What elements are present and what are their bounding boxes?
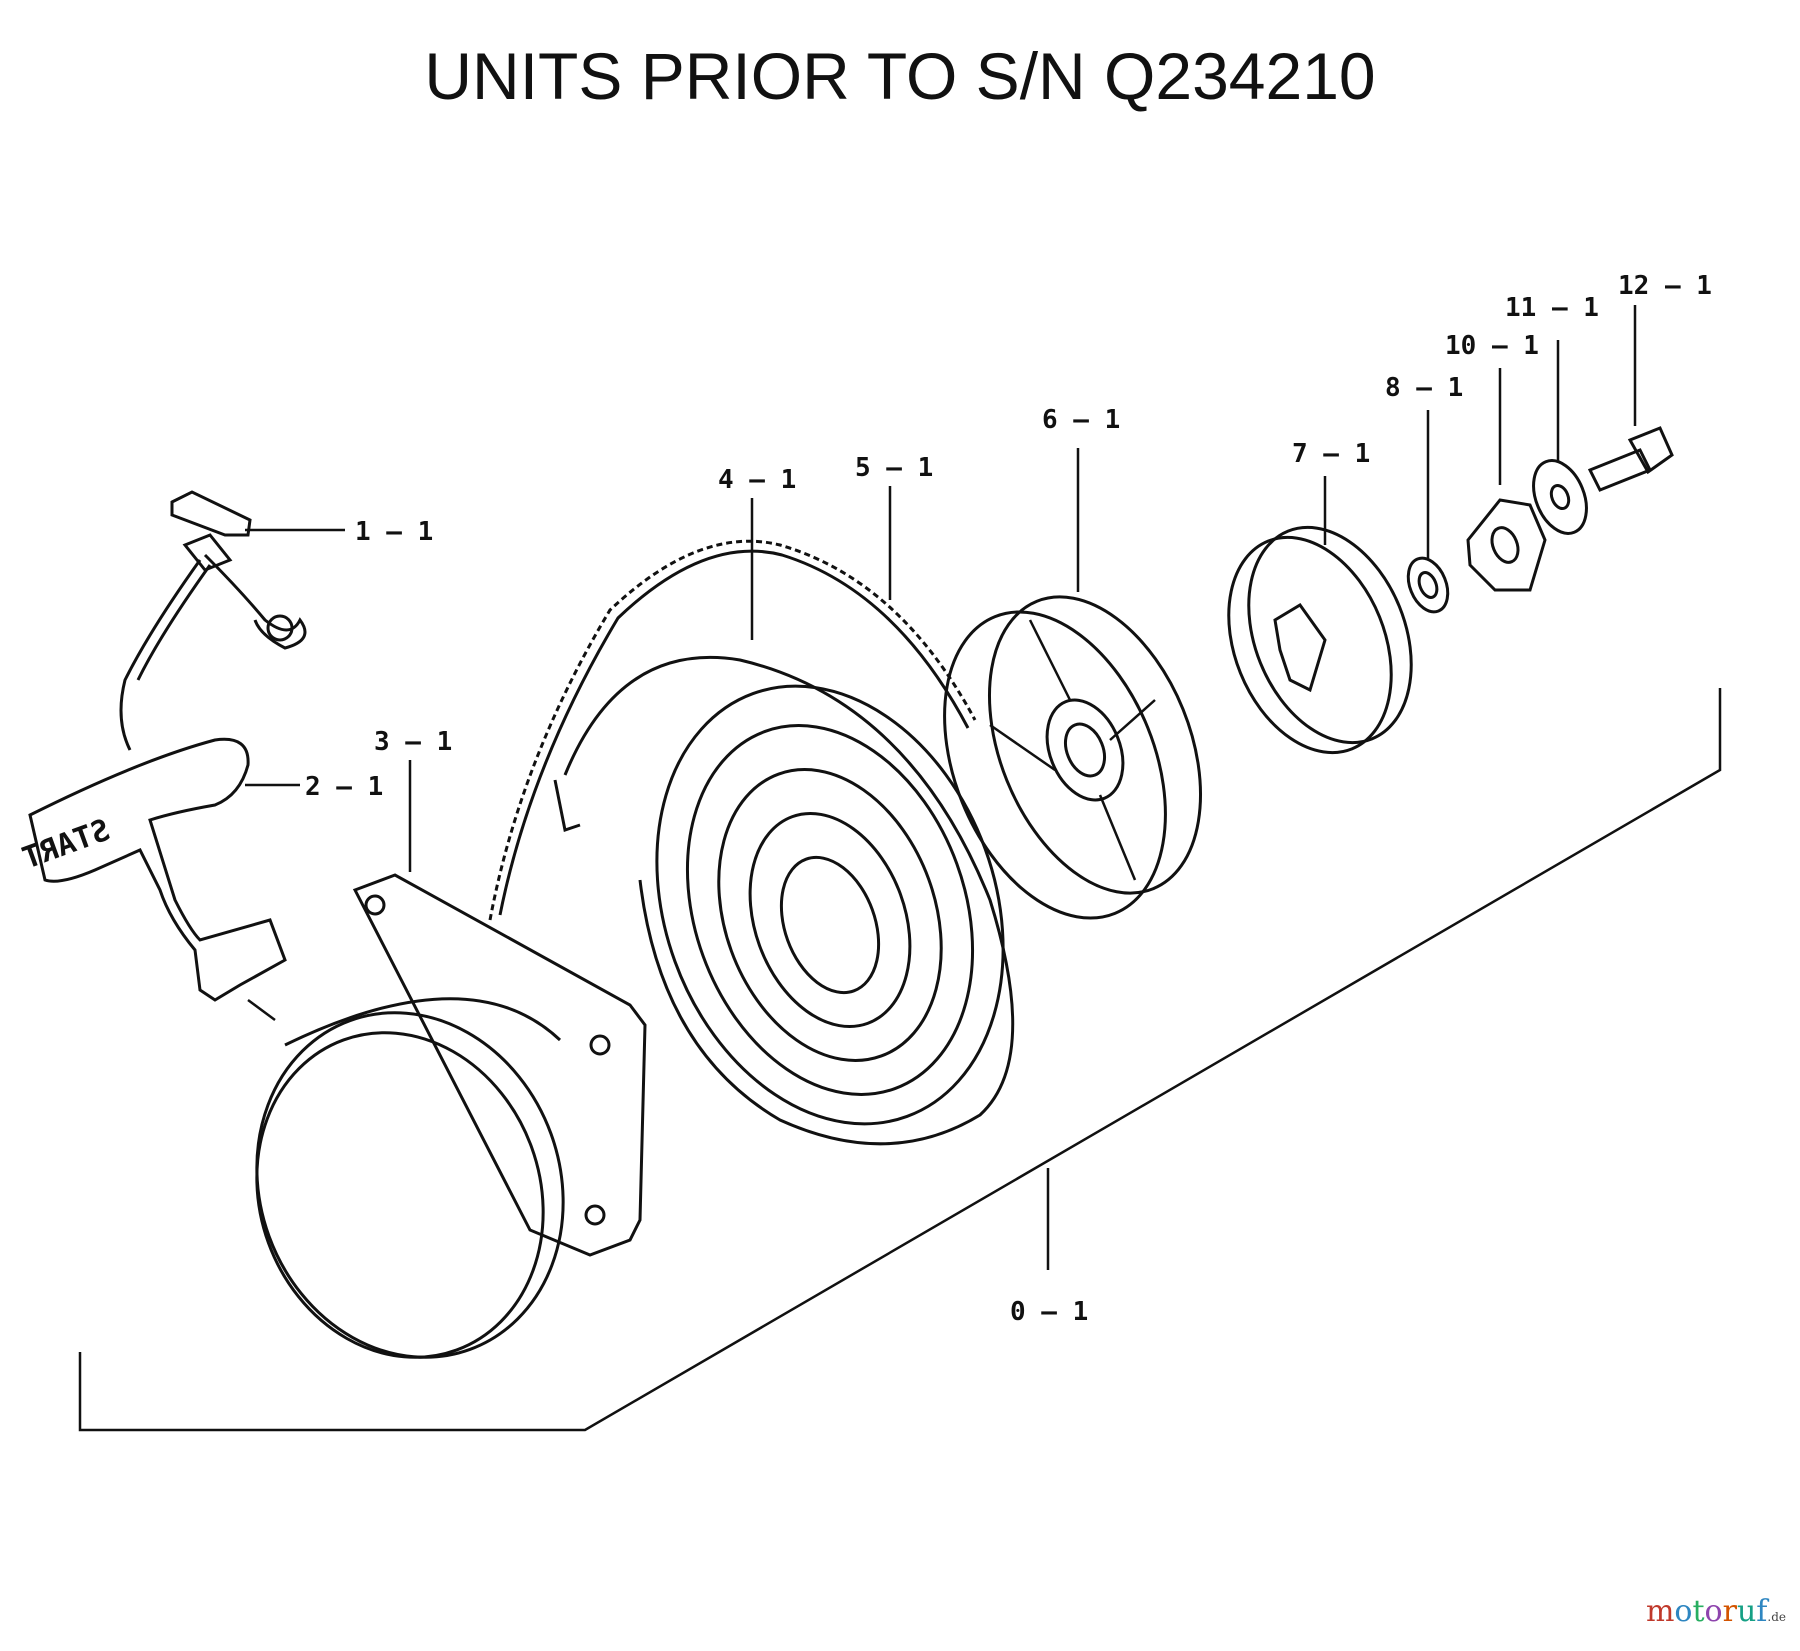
- flat-washer-part: [1532, 459, 1588, 535]
- callout-0-1: 0 — 1: [1010, 1297, 1088, 1327]
- callout-2-1: 2 — 1: [305, 772, 383, 802]
- ratchet-part: [1227, 525, 1413, 755]
- watermark-logo: motoruf.de: [1645, 1594, 1786, 1629]
- callout-4-1: 4 — 1: [718, 465, 796, 495]
- starter-handle-part: START: [18, 737, 287, 1022]
- callout-5-1: 5 — 1: [855, 453, 933, 483]
- callout-1-1: 1 — 1: [355, 517, 433, 547]
- recoil-spring-part: [553, 655, 1015, 1146]
- callout-7-1: 7 — 1: [1292, 439, 1370, 469]
- pulley-part: [943, 595, 1202, 920]
- callout-12-1: 12 — 1: [1618, 271, 1712, 301]
- callout-10-1: 10 — 1: [1445, 331, 1539, 361]
- cord-clip-part: [170, 490, 307, 650]
- starter-rope: [119, 559, 202, 751]
- callout-3-1: 3 — 1: [374, 727, 452, 757]
- callout-8-1: 8 — 1: [1385, 373, 1463, 403]
- small-washer-part: [1406, 556, 1450, 614]
- friction-plate-part: [1466, 498, 1547, 592]
- callout-6-1: 6 — 1: [1042, 405, 1120, 435]
- reel-rope-part: [488, 539, 977, 921]
- diagram-title: UNITS PRIOR TO S/N Q234210: [424, 39, 1376, 113]
- starter-housing-part: [255, 873, 647, 1359]
- callout-11-1: 11 — 1: [1505, 293, 1599, 323]
- assembly-bracket: [78, 688, 1722, 1432]
- bolt-part: [1587, 426, 1674, 492]
